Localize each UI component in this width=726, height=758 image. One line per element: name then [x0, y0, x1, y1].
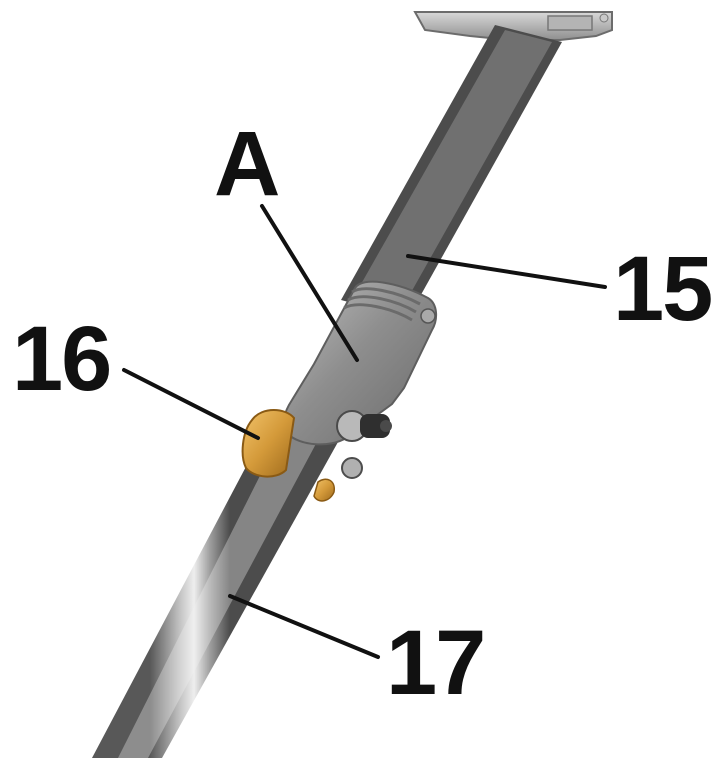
callout-label-15: 15: [613, 238, 713, 340]
leader-line-16: [122, 368, 260, 440]
callout-label-17: 17: [386, 612, 486, 714]
leader-line-a: [260, 204, 359, 362]
adjustment-knob: [241, 409, 335, 502]
upper-housing: [413, 11, 613, 41]
leader-lines: [122, 204, 607, 659]
upper-tube: [341, 25, 562, 318]
clamp-bolt: [336, 410, 392, 479]
callout-label-16: 16: [12, 308, 112, 410]
leader-line-17: [228, 594, 380, 659]
leader-line-15: [406, 254, 607, 289]
callout-label-a: A: [214, 113, 280, 215]
lower-tube: [92, 425, 338, 758]
